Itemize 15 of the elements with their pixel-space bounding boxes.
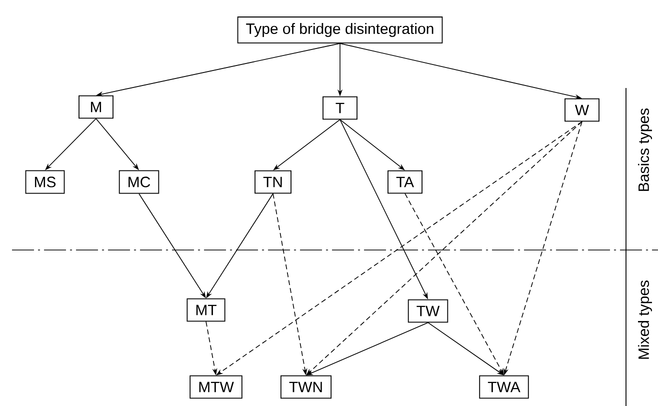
type-box: TWA bbox=[479, 375, 529, 399]
type-box: W bbox=[564, 98, 600, 122]
type-box: M bbox=[78, 95, 114, 119]
type-box: Type of bridge disintegration bbox=[237, 16, 443, 44]
type-box: T bbox=[322, 96, 358, 120]
type-box: MS bbox=[25, 170, 65, 194]
type-box: MT bbox=[186, 298, 226, 322]
type-box: TWN bbox=[280, 375, 332, 399]
type-box: MC bbox=[118, 170, 160, 194]
section-label: Mixed types bbox=[638, 280, 652, 359]
type-box: TN bbox=[254, 170, 292, 194]
type-box: TA bbox=[388, 170, 422, 194]
type-box: MTW bbox=[190, 375, 242, 399]
section-label: Basics types bbox=[638, 108, 652, 191]
type-box: TW bbox=[408, 299, 448, 323]
